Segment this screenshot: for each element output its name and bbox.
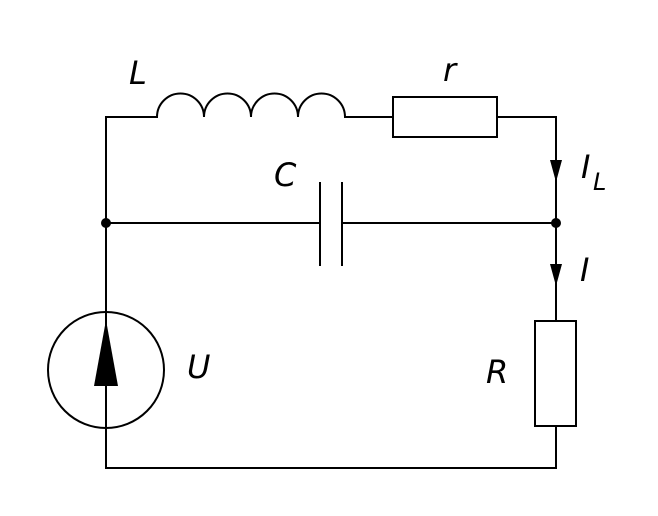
label-r: r: [443, 51, 458, 89]
label-U: U: [187, 348, 210, 386]
current-I-arrow-icon: [550, 264, 562, 286]
inductor-coil: [155, 92, 347, 119]
junction-node-left: [101, 218, 111, 228]
junction-node-right: [551, 218, 561, 228]
label-C: C: [274, 156, 297, 194]
label-IL-subscript: L: [593, 168, 606, 196]
label-I: I: [580, 251, 589, 289]
wires: [105, 116, 557, 469]
label-L: L: [129, 54, 147, 92]
current-IL-arrow-icon: [550, 160, 562, 182]
voltage-source-arrow-icon: [94, 320, 118, 386]
resistor-R-body: [534, 320, 577, 427]
resistor-r-body: [392, 96, 498, 138]
label-IL-main: I: [581, 148, 590, 186]
label-R: R: [486, 353, 508, 391]
